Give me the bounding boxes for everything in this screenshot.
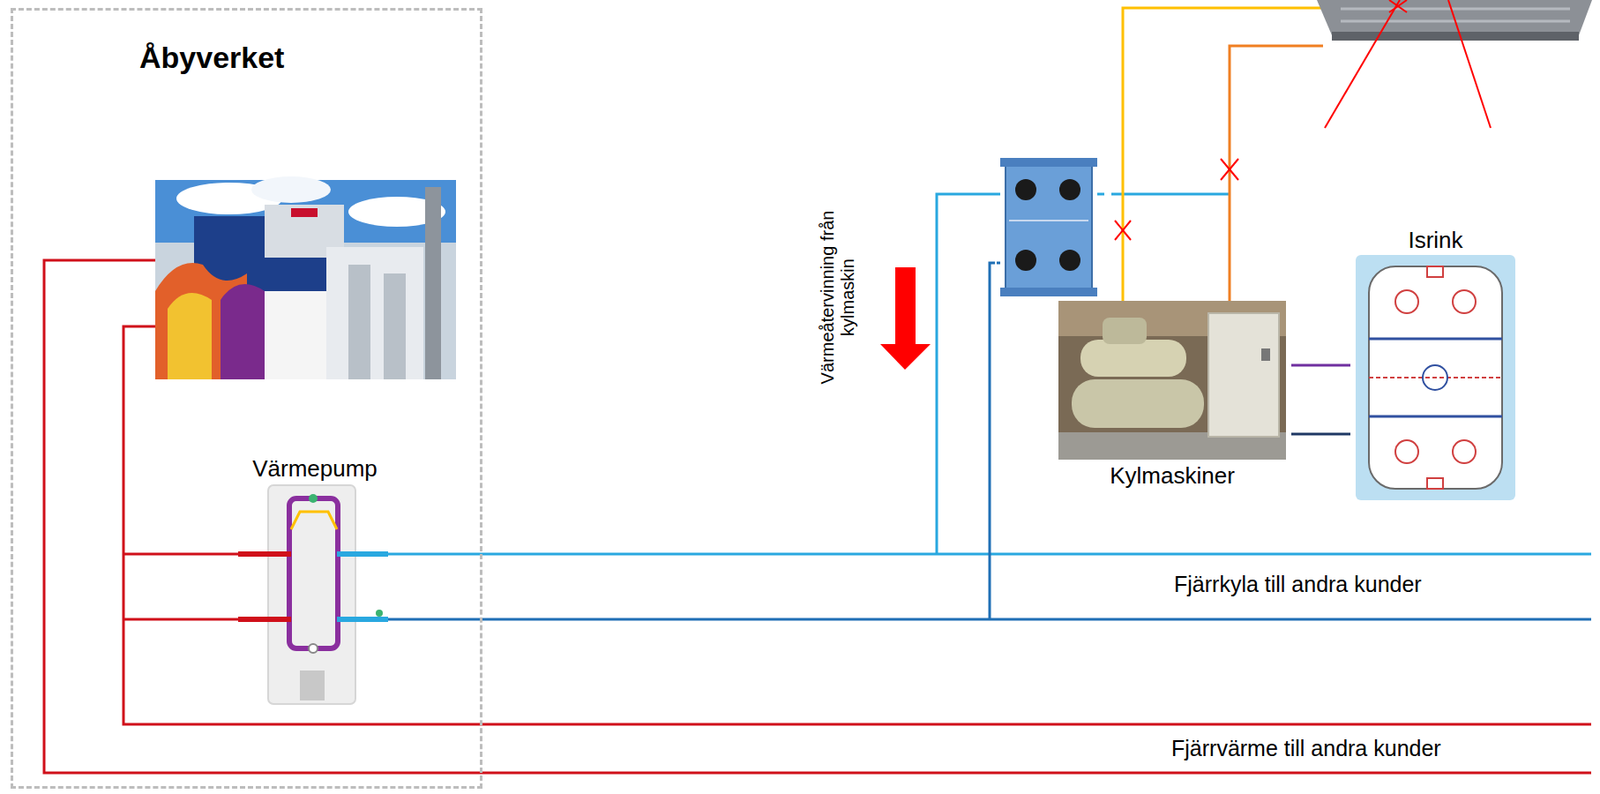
heat-pump-illustration: [336, 616, 389, 622]
dry-cooler-illustration: [1331, 31, 1579, 41]
cross-mark: [1448, 0, 1491, 128]
condenser-pipe: [1122, 7, 1324, 301]
heat-pump-illustration: [299, 670, 325, 701]
heat-pump-illustration: [336, 551, 389, 557]
power-plant-photo: [425, 186, 442, 380]
heat-pump-illustration: [308, 493, 318, 503]
ice-rink-illustration: [1368, 415, 1503, 419]
power-plant-photo: [251, 176, 331, 203]
node-label: Isrink: [1350, 227, 1521, 255]
ice-rink-illustration: [1355, 254, 1516, 501]
node-label: Åbyverket: [139, 40, 285, 75]
power-plant-photo: [291, 208, 318, 217]
heat-pump-illustration: [268, 485, 356, 704]
chiller-photo: [1071, 379, 1204, 428]
heat-exchanger-illustration: [1000, 157, 1098, 297]
ice-rink-illustration: [1395, 440, 1419, 464]
heat-pump-illustration: [308, 643, 318, 653]
chiller: Kylmaskiner: [1053, 300, 1292, 494]
chiller-photo: [1058, 300, 1286, 460]
cross-mark: [1220, 158, 1239, 180]
district-cooling-pipe: [989, 262, 995, 620]
ice-rink-illustration: [1427, 478, 1443, 489]
chiller-photo: [1208, 313, 1279, 437]
power-plant-photo: [220, 284, 265, 380]
chiller-photo: [1058, 300, 1286, 460]
cross-mark: [1324, 0, 1400, 128]
power-plant-photo: [167, 292, 212, 380]
power-plant-photo: [155, 176, 457, 380]
ice-rink: Isrink: [1350, 227, 1521, 501]
power-plant-photo: [155, 179, 457, 380]
chiller-photo: [1080, 339, 1187, 377]
cross-mark: [1220, 158, 1239, 180]
cross-mark: [1389, 0, 1407, 13]
cross-mark: [1389, 0, 1407, 13]
ice-rink-illustration: [1368, 376, 1503, 379]
note-label: Värmeåtervinning från kylmaskin: [817, 204, 859, 390]
chiller-photo: [1102, 317, 1147, 344]
heat-pump-illustration: [375, 609, 383, 617]
chiller-photo: [1261, 348, 1271, 361]
power-plant-photo: [383, 273, 406, 380]
ice-rink-illustration: [1355, 254, 1516, 501]
heat-exchanger-illustration: [1000, 287, 1098, 297]
condenser-pipe: [1229, 45, 1324, 301]
heat-exchanger-illustration: [1015, 249, 1037, 271]
dry-cooler-illustration: [1340, 7, 1571, 11]
cross-mark: [1114, 0, 1491, 240]
cross-mark: [1114, 220, 1131, 240]
pipe-label: Fjärrkyla till andra kunder: [1171, 571, 1425, 598]
district-cooling-pipe: [996, 261, 1001, 265]
heat-recovery-arrow: [880, 267, 931, 370]
ice-rink-illustration: [1422, 365, 1448, 390]
district-cooling-pipe: [1111, 193, 1230, 196]
heat-pump-illustration: [238, 485, 389, 704]
ice-rink-illustration: [1452, 440, 1476, 464]
heat-pump-illustration: [289, 498, 338, 649]
heat-exchanger-illustration: [1000, 157, 1098, 167]
heat-pump-illustration: [238, 551, 292, 557]
ice-rink-illustration: [1395, 290, 1419, 314]
brine-pipe: [1291, 364, 1351, 367]
power-plant-photo: [264, 291, 327, 380]
node-label: Kylmaskiner: [1053, 463, 1292, 490]
heat-exchanger-illustration: [1059, 249, 1081, 271]
ice-rink-illustration: [1368, 337, 1503, 341]
ice-rink-illustration: [1427, 266, 1443, 277]
heat-pump-illustration: [291, 511, 337, 530]
ice-rink-illustration: [1452, 290, 1476, 314]
power-plant-photo: [348, 264, 371, 380]
node-label: Värmepump: [234, 456, 396, 483]
condenser-pipe: [1122, 7, 1324, 301]
heat-pump-illustration: [238, 616, 292, 622]
heat-exchanger-illustration: [1015, 179, 1037, 201]
heat-exchanger-illustration: [1009, 219, 1089, 222]
district-cooling-pipe: [388, 194, 1592, 620]
ice-rink-illustration: [1368, 266, 1503, 489]
heat-exchanger-illustration: [1005, 160, 1092, 293]
cross-mark: [1114, 220, 1131, 240]
pipe-label: Fjärrvärme till andra kunder: [1168, 735, 1444, 762]
heat-pump: Värmepump: [234, 448, 396, 707]
power-plant-photo: [326, 246, 424, 380]
heat-exchanger-illustration: [1059, 179, 1081, 201]
heat-recovery-arrow: [880, 267, 931, 370]
district-cooling-pipe: [1097, 193, 1105, 196]
plant-region: ÅbyverketVärmepump: [10, 7, 483, 789]
brine-pipe: [1291, 433, 1351, 436]
